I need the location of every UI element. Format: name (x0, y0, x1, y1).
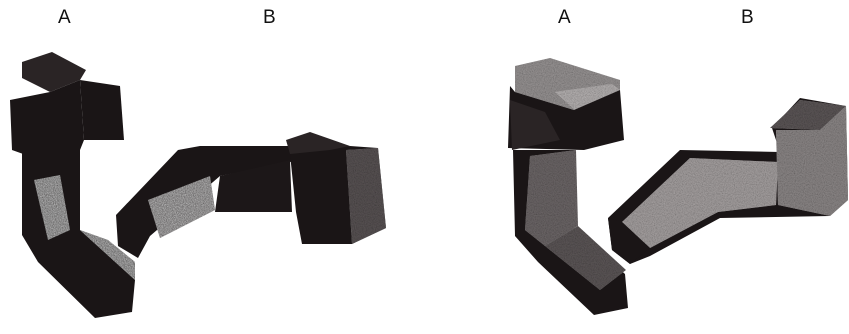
left-object-a (10, 52, 135, 318)
object-b-label-left: B (263, 8, 276, 28)
object-b-label-right: B (741, 8, 754, 28)
right-object-a (508, 58, 628, 315)
right-object-b (608, 98, 848, 264)
object-a-label-left: A (58, 8, 71, 28)
left-object-b (116, 132, 386, 258)
object-a-label-right: A (558, 8, 571, 28)
